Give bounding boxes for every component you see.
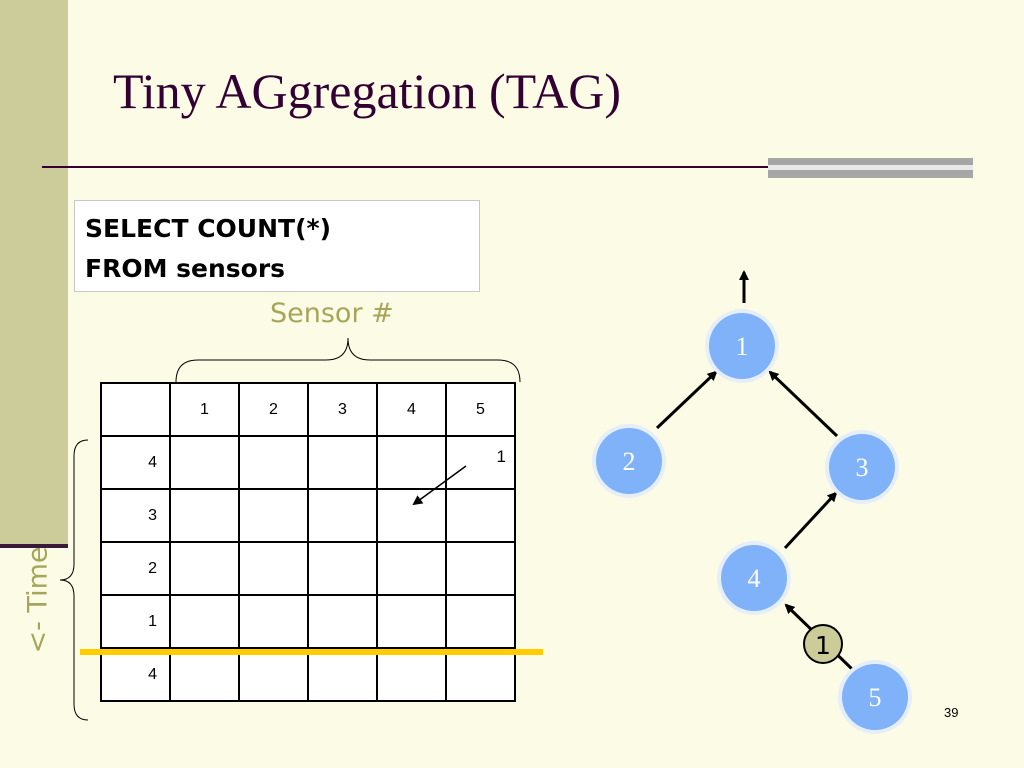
table-cell [307, 435, 378, 490]
row-header: 4 [100, 435, 171, 490]
table-cell [238, 488, 309, 543]
column-header: 1 [169, 382, 240, 437]
node-label: 5 [869, 683, 882, 712]
table-row: 4 1 [100, 435, 516, 490]
column-header: 2 [238, 382, 309, 437]
table-cell [169, 647, 240, 702]
time-brace [59, 439, 89, 721]
sidebar-divider [0, 544, 68, 548]
current-epoch-highlight [80, 649, 543, 655]
table-cell: 1 [445, 435, 516, 490]
title-rule-accent [768, 158, 973, 178]
edge-3-to-1 [768, 370, 839, 438]
table-cell [169, 594, 240, 649]
table-cell [307, 647, 378, 702]
query-box: SELECT COUNT(*) FROM sensors [74, 200, 480, 292]
table-cell [238, 541, 309, 596]
edge-2-to-1 [655, 370, 718, 430]
table-cell [376, 541, 447, 596]
tree-node-1: 1 [705, 309, 779, 383]
table-cell [376, 647, 447, 702]
message-count-badge: 1 [803, 624, 843, 664]
table-cell [445, 541, 516, 596]
table-cell [169, 488, 240, 543]
table-cell [445, 488, 516, 543]
epoch-sensor-table: 1 2 3 4 5 4 1 3 2 1 4 [100, 382, 516, 702]
tree-node-5: 5 [838, 660, 912, 734]
node-label: 4 [748, 564, 761, 593]
table-row: 4 [100, 647, 516, 702]
table-arrow [412, 465, 467, 506]
table-cell [238, 647, 309, 702]
title-rule [42, 166, 972, 168]
table-header-row: 1 2 3 4 5 [100, 382, 516, 437]
table-cell [376, 435, 447, 490]
sensor-axis-label: Sensor # [270, 298, 394, 329]
edge-4-to-3 [783, 491, 838, 550]
tree-node-2: 2 [592, 424, 666, 498]
slide-title: Tiny AGgregation (TAG) [113, 63, 622, 119]
column-header: 5 [445, 382, 516, 437]
table-cell [376, 488, 447, 543]
tree-node-3: 3 [825, 430, 899, 504]
sidebar-bar [0, 0, 68, 546]
table-cell [238, 594, 309, 649]
column-header: 3 [307, 382, 378, 437]
table-cell [238, 435, 309, 490]
query-from-line: FROM sensors [85, 254, 286, 283]
table-cell [307, 594, 378, 649]
row-header: 3 [100, 488, 171, 543]
query-select-line: SELECT COUNT(*) [85, 214, 331, 243]
table-corner-cell [100, 382, 171, 437]
slide-number: 39 [944, 705, 959, 720]
table-cell [376, 594, 447, 649]
sensor-brace [175, 337, 521, 383]
row-header: 2 [100, 541, 171, 596]
table-cell [307, 488, 378, 543]
node-label: 2 [623, 447, 636, 476]
table-cell [169, 435, 240, 490]
table-row: 1 [100, 594, 516, 649]
node-label: 3 [856, 453, 869, 482]
table-row: 2 [100, 541, 516, 596]
table-cell [307, 541, 378, 596]
node-label: 1 [736, 332, 749, 361]
table-cell [445, 594, 516, 649]
message-count-label: 1 [815, 631, 831, 660]
row-header: 1 [100, 594, 171, 649]
table-row: 3 [100, 488, 516, 543]
column-header: 4 [376, 382, 447, 437]
table-cell [169, 541, 240, 596]
tree-node-4: 4 [717, 541, 791, 615]
